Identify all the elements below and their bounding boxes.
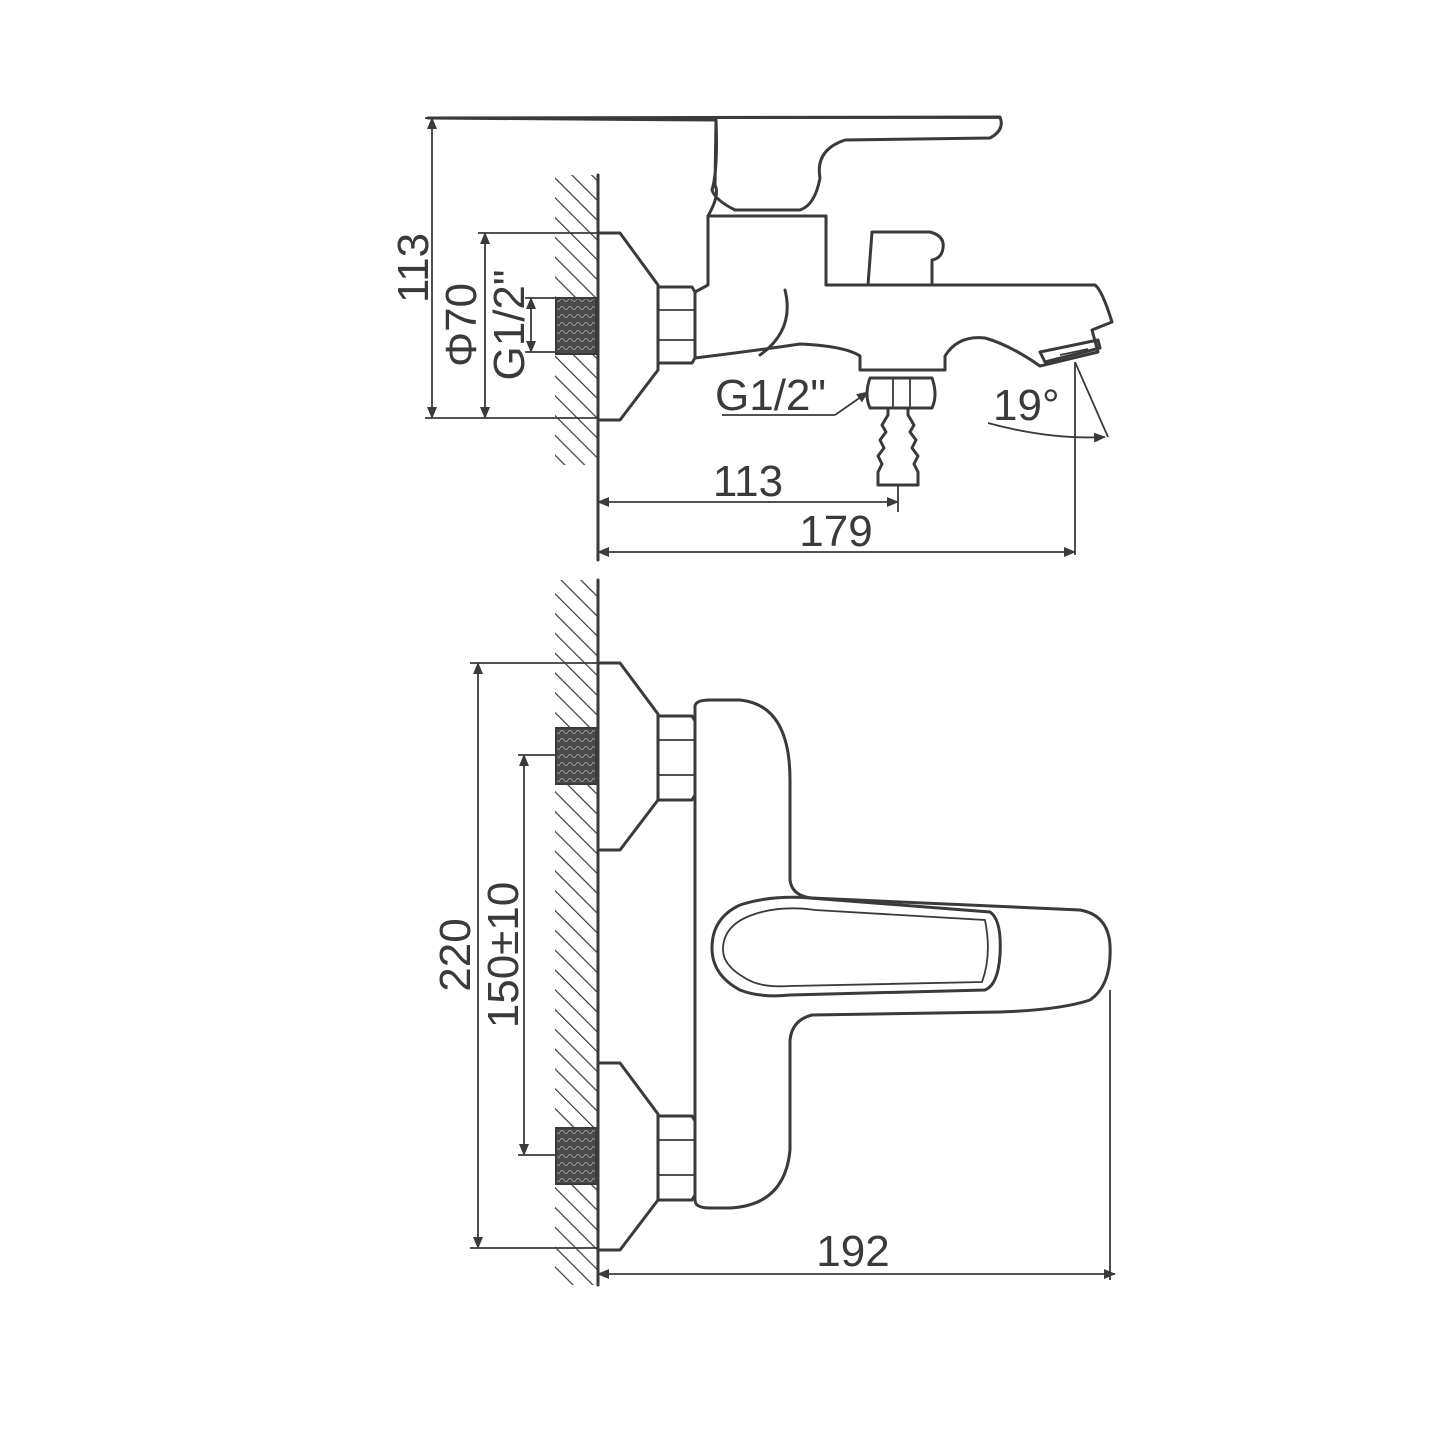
inlet-thread-upper (555, 727, 597, 785)
inlet-thread-lower (555, 1127, 597, 1185)
side-view: 113 Φ70 G1/2" G1/2" 19° 113 179 (389, 115, 1114, 562)
hex-nut-top (656, 285, 697, 365)
dim-flange-diameter: Φ70 (437, 283, 486, 367)
dim-spout-angle: 19° (993, 381, 1060, 430)
hose-nipple (876, 406, 920, 487)
dim-wall-thread: G1/2" (485, 269, 534, 380)
dim-total-projection: 179 (799, 507, 872, 556)
dim-outlet-distance: 113 (713, 457, 783, 506)
lever-plan (710, 895, 1002, 998)
flange-top (596, 231, 660, 422)
dim-front-height: 220 (431, 918, 480, 991)
flange-lower (596, 1061, 660, 1252)
dim-side-height: 113 (389, 233, 438, 303)
plan-view: 220 150±10 192 (431, 578, 1116, 1287)
body-spout-top (693, 214, 1114, 372)
lever-top (426, 115, 1003, 218)
hose-connector (865, 376, 937, 410)
diverter-knob (866, 230, 945, 287)
dim-outlet-thread: G1/2" (715, 371, 826, 420)
wall-thread-top (555, 297, 597, 355)
aerator (1038, 338, 1102, 364)
hex-nut-upper (656, 714, 697, 802)
hex-nut-lower (656, 1114, 697, 1202)
flange-upper (596, 661, 660, 852)
body-plan (693, 698, 1112, 1210)
dim-front-projection: 192 (816, 1227, 889, 1276)
dim-inlet-spacing: 150±10 (479, 882, 528, 1029)
